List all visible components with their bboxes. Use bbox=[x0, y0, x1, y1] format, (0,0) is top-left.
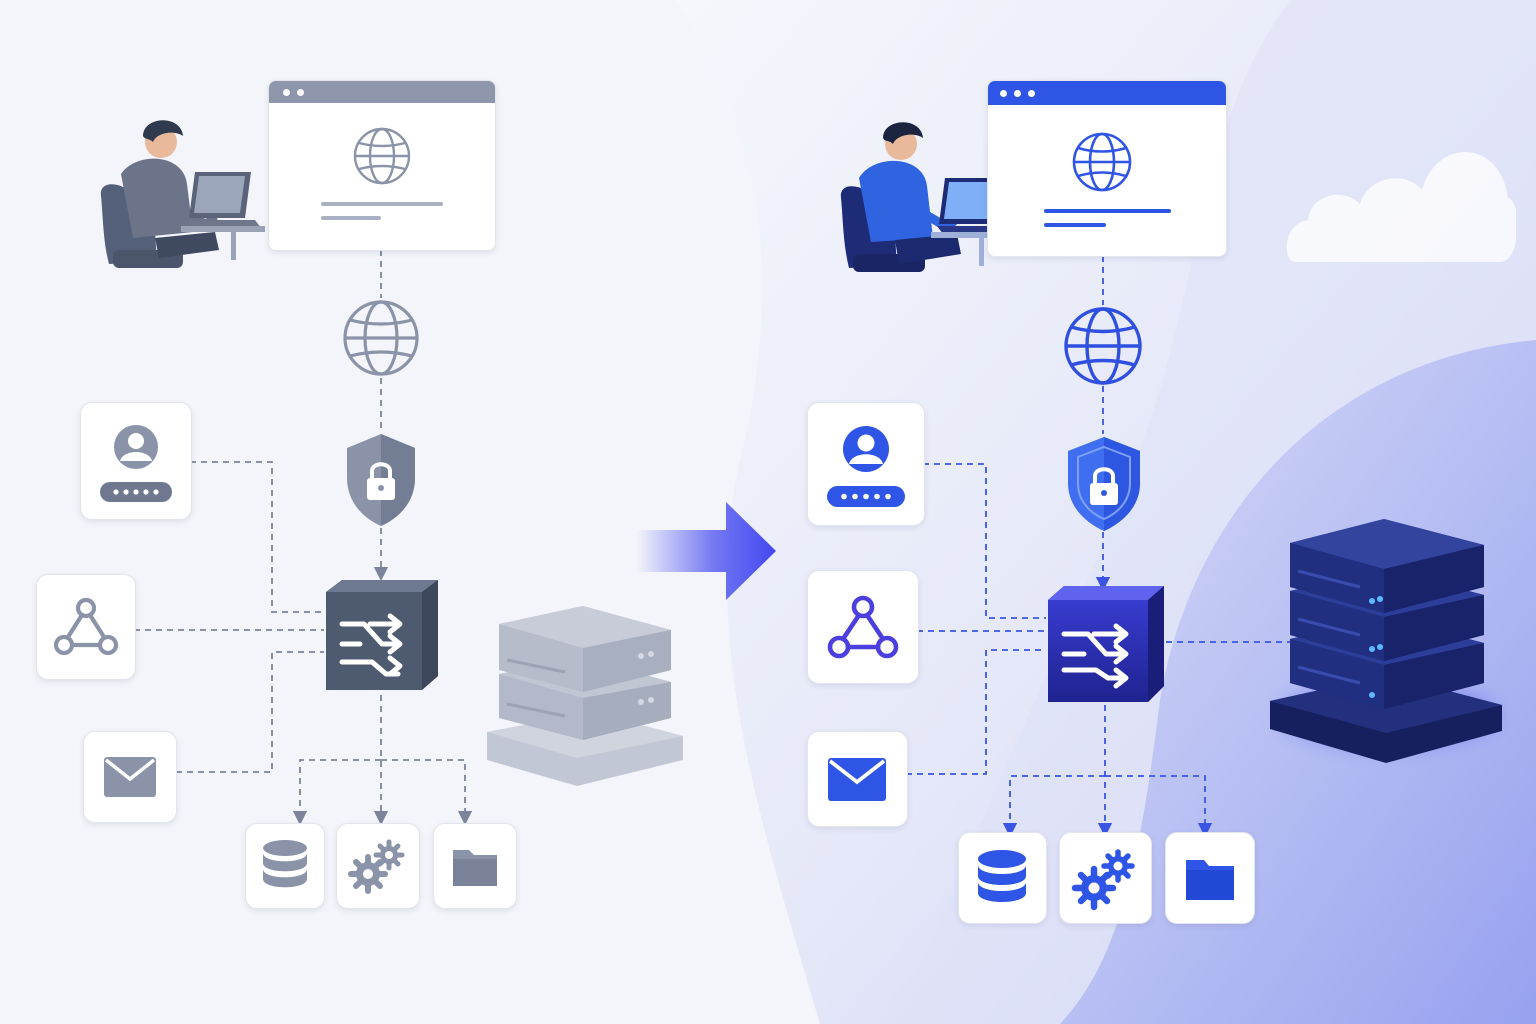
envelope-icon bbox=[104, 757, 156, 797]
browser-window bbox=[987, 80, 1227, 257]
settings-card bbox=[336, 823, 420, 909]
security-shield-icon bbox=[1068, 437, 1140, 531]
folder-icon bbox=[1186, 860, 1234, 900]
webhook-card bbox=[36, 574, 136, 680]
webhook-icon bbox=[53, 597, 119, 656]
database-icon bbox=[263, 840, 307, 888]
gears-icon bbox=[348, 839, 405, 894]
envelope-icon bbox=[828, 758, 886, 801]
window-dot bbox=[1028, 90, 1035, 97]
internet-globe-icon bbox=[1064, 307, 1142, 385]
cloud-icon bbox=[1286, 152, 1516, 262]
settings-card bbox=[1059, 832, 1152, 924]
globe-icon bbox=[321, 127, 443, 220]
database-icon bbox=[978, 850, 1026, 902]
integration-hub-icon bbox=[1048, 586, 1164, 702]
webhook-icon bbox=[827, 595, 899, 659]
window-dot bbox=[1014, 90, 1021, 97]
internet-globe-icon bbox=[343, 300, 419, 376]
integration-hub-icon bbox=[326, 580, 438, 690]
database-card bbox=[245, 823, 325, 909]
folder-card bbox=[433, 823, 517, 909]
login-form-card bbox=[807, 402, 925, 526]
login-form-card bbox=[80, 402, 192, 520]
server-rack-icon bbox=[487, 606, 683, 786]
user-credentials-icon bbox=[100, 425, 172, 502]
email-card bbox=[83, 731, 177, 823]
window-dot bbox=[1000, 90, 1007, 97]
window-dot bbox=[297, 89, 304, 96]
folder-icon bbox=[453, 850, 497, 886]
status-lights bbox=[1369, 596, 1383, 698]
user-credentials-icon bbox=[827, 426, 905, 507]
folder-card bbox=[1165, 832, 1255, 924]
globe-icon bbox=[1044, 132, 1171, 227]
browser-window bbox=[268, 80, 496, 251]
window-dot bbox=[283, 89, 290, 96]
server-rack-icon bbox=[1270, 519, 1502, 763]
browser-titlebar bbox=[269, 81, 495, 103]
database-card bbox=[958, 832, 1047, 924]
gears-icon bbox=[1071, 849, 1135, 911]
webhook-card bbox=[807, 570, 919, 684]
user-at-laptop-icon bbox=[100, 120, 265, 268]
browser-titlebar bbox=[988, 81, 1226, 105]
security-shield-icon bbox=[347, 434, 415, 526]
user-at-laptop-icon bbox=[840, 122, 1015, 272]
email-card bbox=[807, 731, 908, 827]
transition-arrow-icon bbox=[636, 502, 776, 600]
